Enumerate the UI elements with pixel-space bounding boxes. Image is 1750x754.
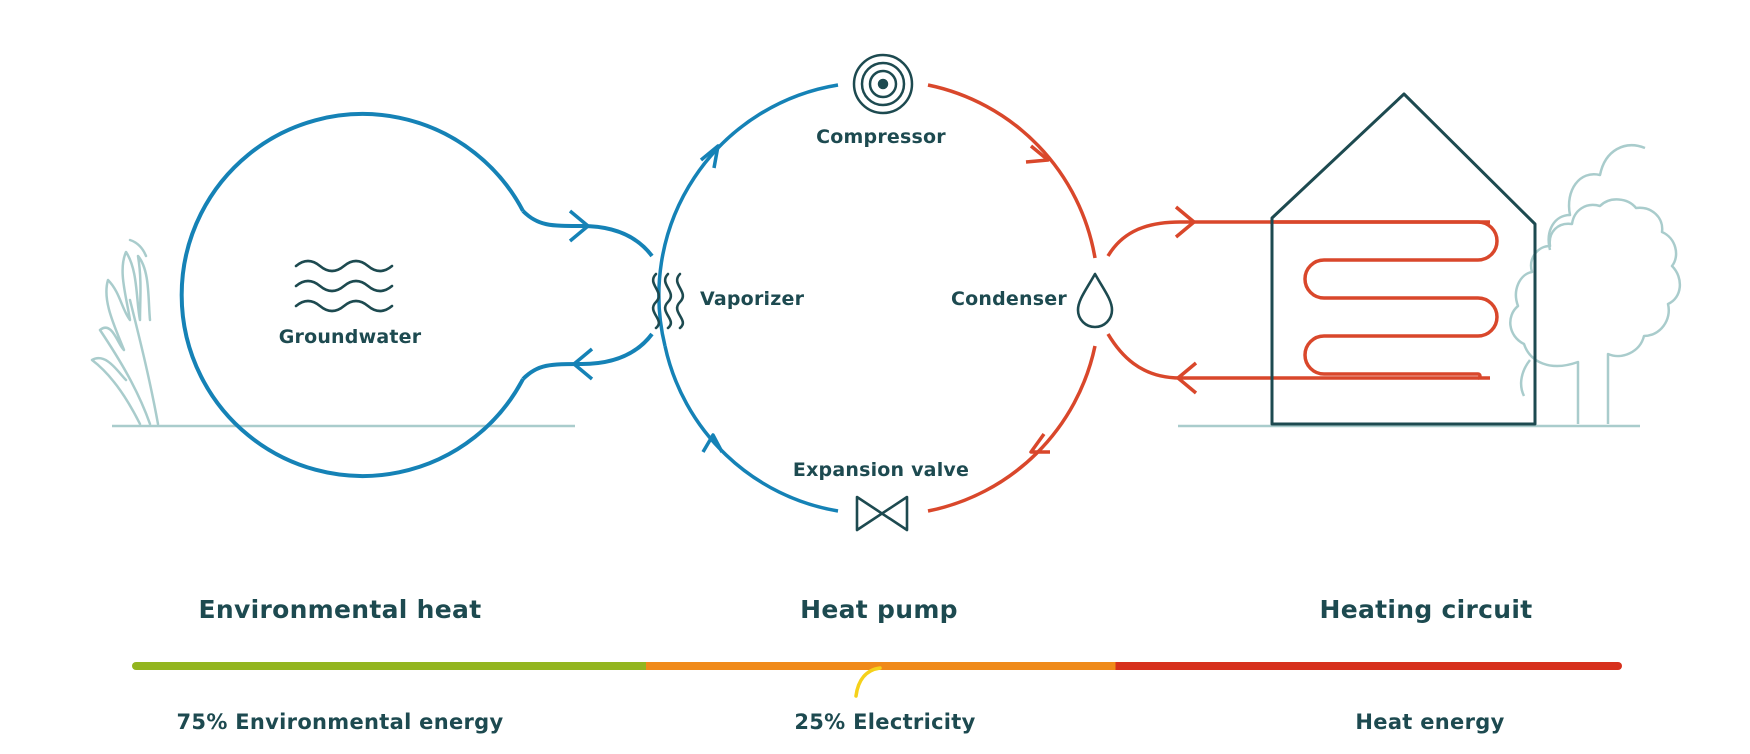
arrow-left-icon [572,347,594,381]
waves-icon [294,259,394,313]
arrow-up-left-icon [701,433,724,453]
house-icon [1270,92,1537,426]
groundwater-label: Groundwater [278,326,422,348]
section-heating-circuit: Heating circuit [1319,595,1533,624]
cycle-hot-side [927,83,1097,259]
energy-bar [132,662,1622,670]
compressor-label: Compressor [816,126,946,148]
energy-electricity-label: 25% Electricity [794,710,976,734]
droplet-icon [1076,272,1114,329]
arrow-right-icon [568,209,590,243]
condenser-label: Condenser [951,288,1067,310]
section-heat-pump: Heat pump [800,595,958,624]
floor-heating-coil [1270,220,1499,380]
arrow-right-hot-icon [1174,205,1196,239]
concentric-circles-icon [852,53,914,115]
arrow-down-icon [1025,144,1050,164]
arrow-left-hot-icon [1176,361,1198,395]
energy-environmental-label: 75% Environmental energy [176,710,504,734]
tree-icon [1509,144,1681,424]
heat-waves-icon [651,272,685,330]
expansion-valve-label: Expansion valve [792,459,970,481]
electricity-feed [854,666,882,698]
vaporizer-label: Vaporizer [700,288,805,310]
section-environmental-heat: Environmental heat [198,595,482,624]
energy-heat-label: Heat energy [1355,710,1505,734]
reeds-icon [90,238,160,426]
groundwater-loop [179,112,525,478]
arrow-down-left-icon [1029,432,1050,454]
valve-icon [855,495,909,532]
arrow-up-icon [699,144,720,169]
